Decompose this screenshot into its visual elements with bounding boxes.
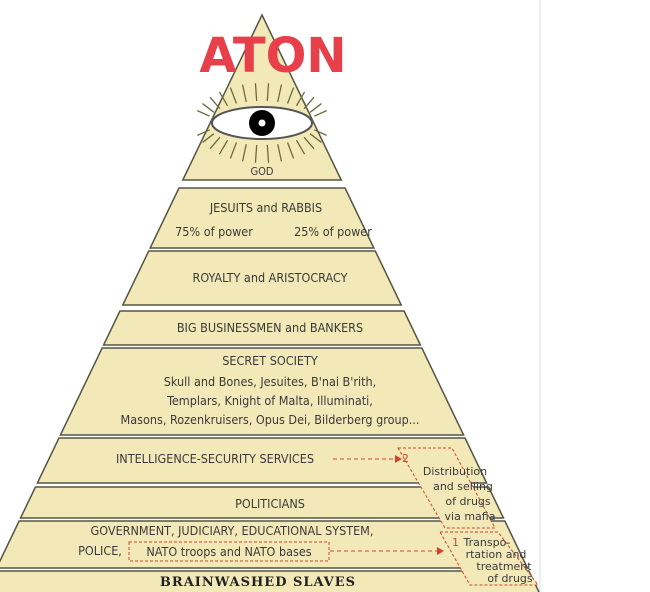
side-box-2-line: Distribution [423, 465, 487, 478]
eye-ray [202, 133, 215, 143]
eye-ray [254, 83, 258, 102]
level-royalty: ROYALTY and ARISTOCRACY [193, 270, 348, 285]
pyramid-band [19, 486, 505, 519]
side-box-1-line: of drugs [487, 572, 533, 585]
eye-ray [209, 136, 221, 150]
level-police: POLICE, [78, 543, 122, 558]
side-box-2-number: 2 [402, 452, 409, 465]
eye-ray [266, 83, 270, 102]
eye-ray [309, 103, 322, 113]
level-business: BIG BUSINESSMEN and BANKERS [177, 320, 363, 335]
side-box-1-line: Transpo- [463, 536, 511, 549]
eye-ray [197, 110, 210, 117]
pyramid-band [121, 250, 403, 306]
eye-ray [303, 136, 315, 150]
side-box-1-line: rtation and [466, 548, 527, 561]
arrow-head-2 [395, 455, 402, 463]
level-jesuits: JESUITS and RABBIS [209, 200, 322, 215]
eye-ray [314, 129, 327, 136]
eye-ray [286, 142, 295, 159]
eye-ray [303, 96, 315, 110]
pyramid-band [148, 187, 376, 249]
pyramid-band [0, 570, 540, 592]
secret-society-members-2: Templars, Knight of Malta, Illuminati, [166, 393, 373, 408]
jesuits-power: 75% of power [175, 224, 253, 239]
level-god: GOD [250, 165, 273, 178]
eye-ray [286, 87, 295, 104]
eye-ray [241, 84, 247, 103]
level-secret-society: SECRET SOCIETY [222, 353, 318, 368]
level-slaves: BRAINWASHED SLAVES [160, 575, 356, 590]
eye-ray [314, 110, 327, 117]
eye-ray [229, 87, 238, 104]
eye-ray [209, 96, 221, 110]
side-box-2-line: of drugs [445, 495, 491, 508]
level-politicians: POLITICIANS [235, 496, 305, 511]
arrow-head-1 [437, 547, 444, 555]
pyramid-bands [0, 13, 540, 592]
pyramid-band [102, 310, 422, 346]
eye-icon [197, 83, 327, 163]
eye-ray [295, 91, 306, 107]
secret-society-members-3: Masons, Rozenkruisers, Opus Dei, Bilderb… [121, 412, 420, 427]
side-box-1-line: treatment [476, 560, 532, 573]
eye-ray [202, 103, 215, 113]
side-box-1 [439, 531, 540, 586]
eye-ray [309, 133, 322, 143]
eye-ray [241, 143, 247, 162]
pyramid-band [36, 437, 488, 484]
nato-box [128, 541, 330, 562]
eye-ray [254, 144, 258, 163]
eye-ray [277, 143, 283, 162]
eye-ray [266, 144, 270, 163]
eye-ray [295, 139, 306, 155]
level-government: GOVERNMENT, JUDICIARY, EDUCATIONAL SYSTE… [91, 523, 374, 538]
eye-ray [197, 129, 210, 136]
eye-ray [218, 139, 229, 155]
title-aton: ATON [199, 28, 346, 84]
side-box-2-line: via mafia [445, 510, 496, 523]
level-intelligence: INTELLIGENCE-SECURITY SERVICES [116, 451, 314, 466]
side-box-1-number: 1 [452, 536, 459, 549]
pyramid-band [0, 520, 529, 569]
rabbis-power: 25% of power [294, 224, 372, 239]
eye-ray [229, 142, 238, 159]
pyramid-band [59, 347, 465, 436]
secret-society-members-1: Skull and Bones, Jesuites, B'nai B'rith, [164, 374, 376, 389]
eye-ray [277, 84, 283, 103]
eye-ray [218, 91, 229, 107]
side-box-2-line: and selling [433, 480, 493, 493]
nato-label: NATO troops and NATO bases [146, 544, 311, 559]
side-box-2 [397, 447, 496, 529]
